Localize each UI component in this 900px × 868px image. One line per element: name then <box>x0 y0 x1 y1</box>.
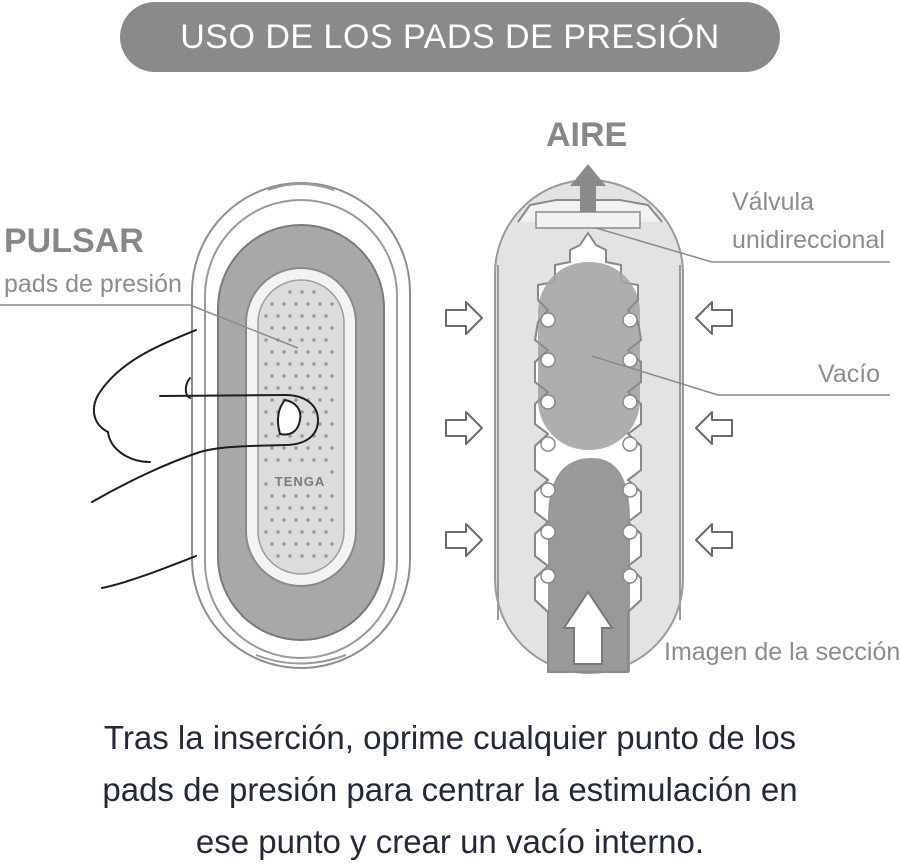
label-vacio: Vacío <box>818 360 881 388</box>
label-imagen-seccion: Imagen de la sección <box>664 638 900 666</box>
caption-line: pads de presión para centrar la estimula… <box>102 771 798 808</box>
tenga-logo: TENGA <box>275 474 326 489</box>
label-valvula: Válvula <box>732 188 814 216</box>
label-pulsar: PULSAR <box>4 222 144 260</box>
arrow-left-icon <box>695 523 733 557</box>
label-unidireccional: unidireccional <box>732 226 885 254</box>
title-banner: USO DE LOS PADS DE PRESIÓN <box>120 2 780 72</box>
pressure-pad-dots <box>264 290 334 558</box>
page-title: USO DE LOS PADS DE PRESIÓN <box>180 17 720 56</box>
arrow-right-icon <box>445 301 483 335</box>
hand-illustration <box>91 329 320 589</box>
pressure-arrows <box>445 301 733 557</box>
caption-line: ese punto y crear un vacío interno. <box>195 823 705 860</box>
label-pads: pads de presión <box>4 270 182 298</box>
arrow-right-icon <box>445 523 483 557</box>
description-caption: Tras la inserción, oprime cualquier punt… <box>0 712 900 868</box>
diagram-illustration: TENGA <box>0 164 890 674</box>
arrow-left-icon <box>695 301 733 335</box>
caption-line: Tras la inserción, oprime cualquier punt… <box>103 719 797 756</box>
device-cross-section <box>494 164 890 674</box>
arrow-right-icon <box>445 411 483 445</box>
arrow-left-icon <box>695 411 733 445</box>
device-front-view: TENGA <box>191 182 411 669</box>
label-aire: AIRE <box>546 116 628 154</box>
